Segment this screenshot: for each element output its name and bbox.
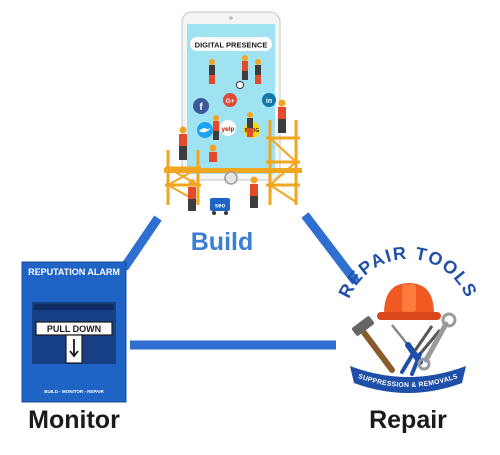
- connector-build-monitor: [120, 215, 162, 271]
- reputation-alarm: REPUTATION ALARM PULL DOWN BUILD - MONIT…: [21, 261, 127, 403]
- yelp-icon: yelp: [220, 120, 236, 136]
- svg-text:G+: G+: [226, 98, 235, 105]
- pull-down-text: PULL DOWN: [47, 324, 101, 334]
- scaffold-right: [266, 120, 300, 205]
- hammer-icon: [352, 316, 395, 373]
- svg-text:seo: seo: [215, 204, 226, 210]
- alarm-footer: BUILD - MONITOR - REPAIR: [44, 389, 104, 394]
- screen-title: DIGITAL PRESENCE: [195, 41, 268, 50]
- google-plus-icon: G+: [223, 93, 237, 107]
- build-illustration: DIGITAL PRESENCE f G+ in yelp BLOG: [164, 11, 302, 215]
- facebook-icon: f: [193, 98, 209, 114]
- twitter-icon: [197, 122, 213, 138]
- scaffold-workers: seo: [179, 99, 286, 215]
- svg-text:yelp: yelp: [221, 126, 234, 133]
- svg-text:in: in: [266, 98, 272, 105]
- hard-hat-icon: [377, 283, 441, 320]
- svg-text:f: f: [199, 102, 203, 113]
- scaffold-plank: [164, 168, 302, 173]
- screwdriver-icon: [391, 324, 423, 365]
- connectors: [120, 212, 360, 350]
- connector-build-repair: [301, 212, 360, 285]
- alarm-title: REPUTATION ALARM: [28, 267, 120, 277]
- monitor-label: Monitor: [28, 406, 120, 434]
- banner-ribbon: [350, 366, 466, 393]
- repair-tools-seal: REPAIR TOOLS: [335, 243, 480, 393]
- worker-figures: [209, 55, 261, 140]
- wrench-icon: [417, 312, 457, 371]
- screen-title-pill: [190, 37, 272, 51]
- linkedin-icon: in: [262, 93, 276, 107]
- build-label: Build: [190, 228, 254, 256]
- seo-cart-icon: seo: [210, 198, 230, 215]
- pliers-icon: [400, 325, 442, 376]
- down-arrow-icon: [69, 339, 79, 358]
- repair-label: Repair: [369, 406, 447, 434]
